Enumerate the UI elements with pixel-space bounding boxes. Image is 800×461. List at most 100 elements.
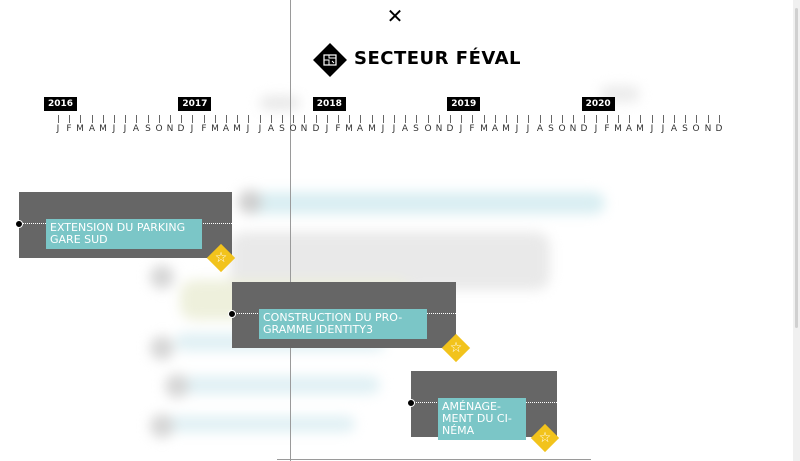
month-label: M (99, 124, 107, 134)
month-label: A (625, 124, 633, 134)
month-label: M (76, 124, 84, 134)
month-tick (551, 115, 552, 123)
month-tick (226, 115, 227, 123)
close-icon[interactable]: ✕ (386, 4, 404, 28)
month-label: J (246, 124, 250, 134)
month-tick (439, 115, 440, 123)
month-label: A (356, 124, 364, 134)
month-tick (383, 115, 384, 123)
month-tick (360, 115, 361, 123)
month-label: A (491, 124, 499, 134)
month-label: M (502, 124, 510, 134)
month-tick (540, 115, 541, 123)
month-tick (708, 115, 709, 123)
month-tick (237, 115, 238, 123)
month-label: J (594, 124, 598, 134)
month-tick (260, 115, 261, 123)
month-label: D (177, 124, 185, 134)
month-label: J (459, 124, 463, 134)
month-label: A (536, 124, 544, 134)
year-label: 2018 (312, 97, 346, 111)
month-label: J (650, 124, 654, 134)
month-label: F (201, 124, 207, 134)
month-label: J (258, 124, 262, 134)
star-icon[interactable]: ☆ (441, 333, 471, 363)
month-tick (114, 115, 115, 123)
month-label: N (704, 124, 712, 134)
today-marker-line (290, 0, 291, 461)
month-label: S (548, 124, 554, 134)
month-label: J (661, 124, 665, 134)
month-tick (484, 115, 485, 123)
month-label: A (670, 124, 678, 134)
month-tick (618, 115, 619, 123)
year-label: 2017 (178, 97, 212, 111)
month-label: O (424, 124, 432, 134)
month-label: J (325, 124, 329, 134)
month-tick (248, 115, 249, 123)
month-tick (192, 115, 193, 123)
month-tick (428, 115, 429, 123)
month-label: N (166, 124, 174, 134)
sector-map-icon (313, 43, 347, 77)
month-label: M (211, 124, 219, 134)
project-card-cinema[interactable]: AMÉNAGE-MENT DU CI-NÉMA (411, 371, 557, 440)
month-label: D (715, 124, 723, 134)
star-icon[interactable]: ☆ (206, 243, 236, 273)
project-card-parking[interactable]: EXTENSION DU PARKING GARE SUD (19, 192, 232, 258)
month-label: A (132, 124, 140, 134)
month-tick (405, 115, 406, 123)
month-tick (159, 115, 160, 123)
project-label: CONSTRUCTION DU PRO-GRAMME IDENTITY3 (259, 309, 427, 339)
project-card-identity3[interactable]: CONSTRUCTION DU PRO-GRAMME IDENTITY3 (232, 282, 456, 348)
month-tick (103, 115, 104, 123)
month-tick (204, 115, 205, 123)
month-label: J (381, 124, 385, 134)
month-tick (719, 115, 720, 123)
month-tick (69, 115, 70, 123)
month-label: F (335, 124, 341, 134)
month-label: A (401, 124, 409, 134)
month-tick (517, 115, 518, 123)
month-tick (338, 115, 339, 123)
month-label: J (190, 124, 194, 134)
month-label: M (480, 124, 488, 134)
month-tick (271, 115, 272, 123)
month-label: J (123, 124, 127, 134)
month-tick (652, 115, 653, 123)
month-label: A (267, 124, 275, 134)
star-glyph: ☆ (538, 430, 552, 446)
month-label: D (446, 124, 454, 134)
month-label: D (580, 124, 588, 134)
month-label: O (155, 124, 163, 134)
month-label: F (469, 124, 475, 134)
month-label: M (368, 124, 376, 134)
month-tick (495, 115, 496, 123)
month-tick (394, 115, 395, 123)
year-label: 2019 (447, 97, 481, 111)
month-tick (461, 115, 462, 123)
month-tick (506, 115, 507, 123)
month-label: J (56, 124, 60, 134)
month-tick (92, 115, 93, 123)
month-tick (181, 115, 182, 123)
month-tick (136, 115, 137, 123)
month-tick (349, 115, 350, 123)
month-tick (685, 115, 686, 123)
month-tick (528, 115, 529, 123)
month-tick (215, 115, 216, 123)
month-label: D (312, 124, 320, 134)
month-label: J (112, 124, 116, 134)
year-label: 2016 (44, 97, 78, 111)
month-tick (148, 115, 149, 123)
month-tick (170, 115, 171, 123)
month-label: J (392, 124, 396, 134)
star-icon[interactable]: ☆ (530, 423, 560, 453)
project-start-dot (228, 310, 236, 318)
month-tick (674, 115, 675, 123)
month-label: A (222, 124, 230, 134)
month-tick (472, 115, 473, 123)
month-label: F (66, 124, 72, 134)
scrollbar-thumb[interactable] (795, 8, 798, 328)
month-label: M (233, 124, 241, 134)
